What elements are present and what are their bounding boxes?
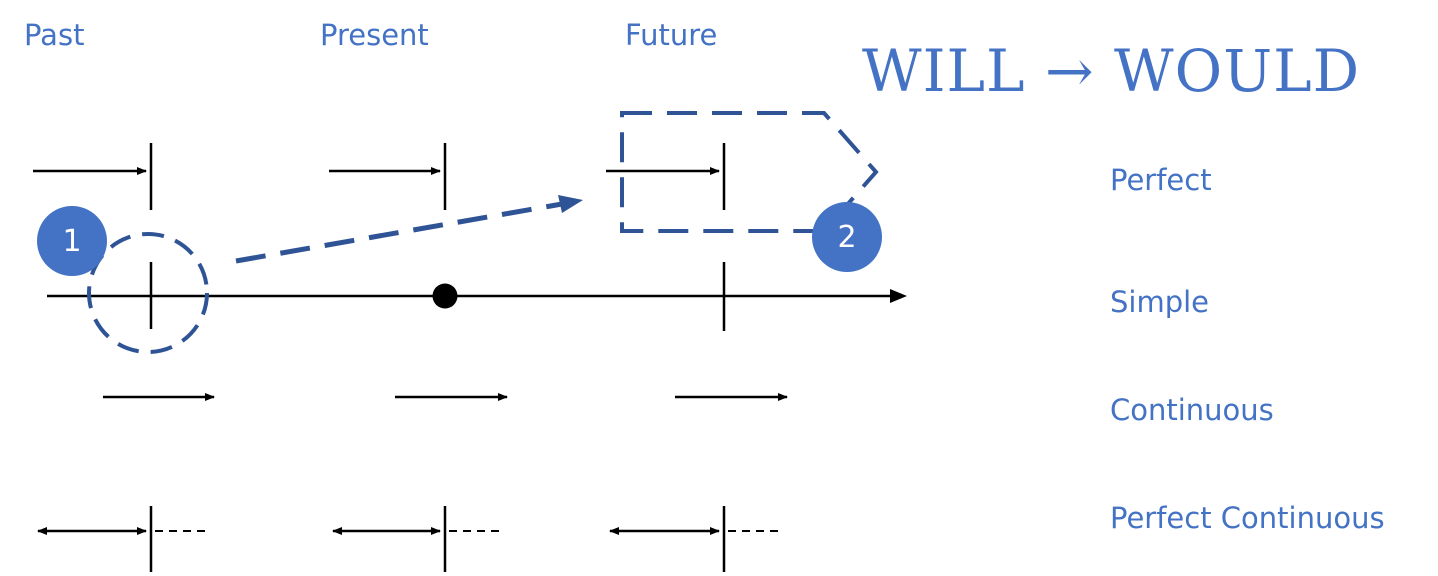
badge-one: 1: [37, 206, 107, 276]
row-label-continuous: Continuous: [1110, 393, 1274, 427]
perfect-continuous-row-marks: [37, 506, 783, 572]
column-label-present: Present: [320, 18, 429, 52]
present-dot: [432, 283, 458, 309]
row-label-perfect: Perfect: [1110, 163, 1212, 197]
main-timeline: [47, 289, 907, 303]
future-highlight-shape: [620, 111, 879, 233]
slide-title: WILL → WOULD: [862, 37, 1361, 105]
shift-arrow: [235, 195, 583, 264]
perfect-row-marks: [33, 143, 726, 210]
badge-two: 2: [812, 202, 882, 272]
row-label-perfect-continuous: Perfect Continuous: [1110, 501, 1385, 535]
row-label-simple: Simple: [1110, 285, 1210, 319]
column-label-past: Past: [24, 18, 85, 52]
column-label-future: Future: [625, 18, 718, 52]
past-highlight-circle: [87, 232, 209, 354]
